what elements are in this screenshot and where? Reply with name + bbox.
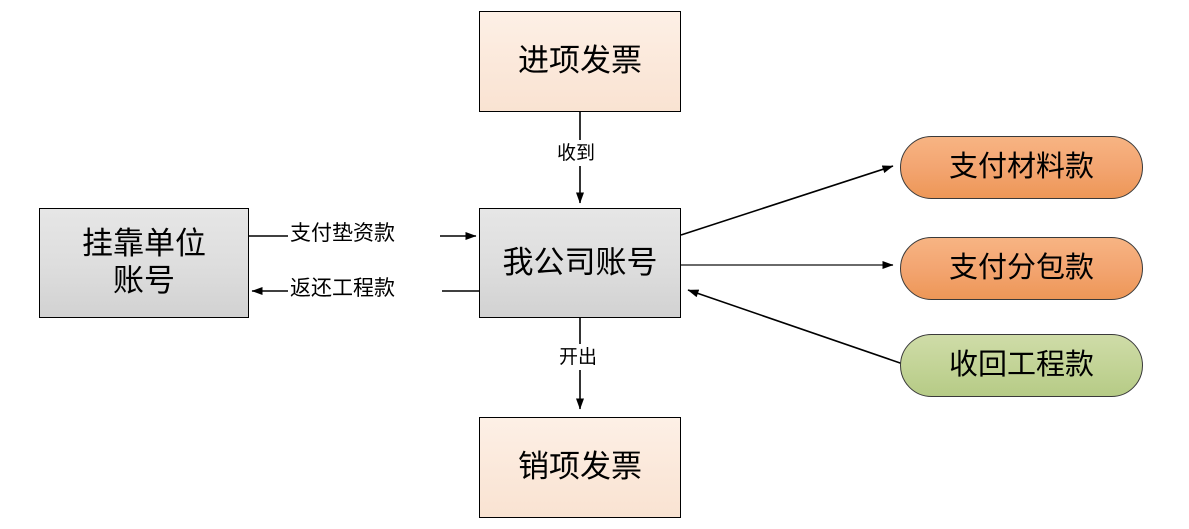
node-pay-material-label: 支付材料款	[948, 151, 1094, 184]
edge-label-return-payment: 返还工程款	[288, 276, 397, 301]
edge-label-issued: 开出	[557, 347, 600, 369]
node-output-invoice[interactable]: 销项发票	[479, 417, 681, 518]
node-affiliate-account[interactable]: 挂靠单位 账号	[39, 208, 249, 318]
node-pay-material[interactable]: 支付材料款	[900, 136, 1143, 199]
node-pay-subcontract-label: 支付分包款	[948, 252, 1094, 285]
edge-pay-material	[680, 165, 894, 236]
edge-label-received: 收到	[555, 143, 598, 165]
edge-label-issued-text: 开出	[559, 347, 598, 368]
node-input-invoice[interactable]: 进项发票	[479, 11, 681, 112]
edge-label-advance-payment-text: 支付垫资款	[290, 221, 395, 245]
edge-label-advance-payment: 支付垫资款	[288, 221, 397, 246]
edge-recover-payment	[687, 289, 904, 365]
node-affiliate-account-label: 挂靠单位 账号	[82, 226, 206, 298]
node-recover-project-payment[interactable]: 收回工程款	[900, 334, 1143, 397]
node-input-invoice-label: 进项发票	[518, 43, 642, 79]
edge-label-return-payment-text: 返还工程款	[290, 276, 395, 300]
node-recover-project-payment-label: 收回工程款	[948, 349, 1094, 382]
node-pay-subcontract[interactable]: 支付分包款	[900, 237, 1143, 300]
node-my-company-account[interactable]: 我公司账号	[479, 208, 681, 318]
node-my-company-account-label: 我公司账号	[502, 244, 658, 280]
node-output-invoice-label: 销项发票	[518, 449, 642, 485]
edge-label-received-text: 收到	[557, 143, 596, 164]
